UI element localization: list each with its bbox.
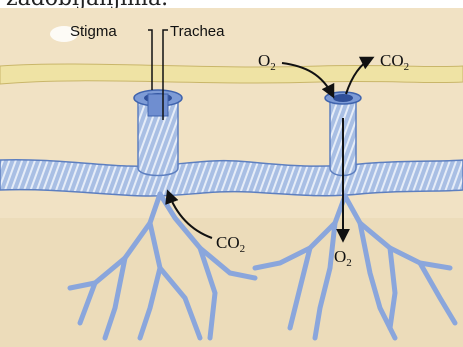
left-trachea [134,90,182,176]
main-tracheal-trunk [0,160,463,196]
stigma-label: Stigma [70,23,117,40]
tracheal-system-diagram: Stigma Trachea O2 CO2 CO2 O2 [0,8,463,347]
trachea-label: Trachea [170,23,225,40]
